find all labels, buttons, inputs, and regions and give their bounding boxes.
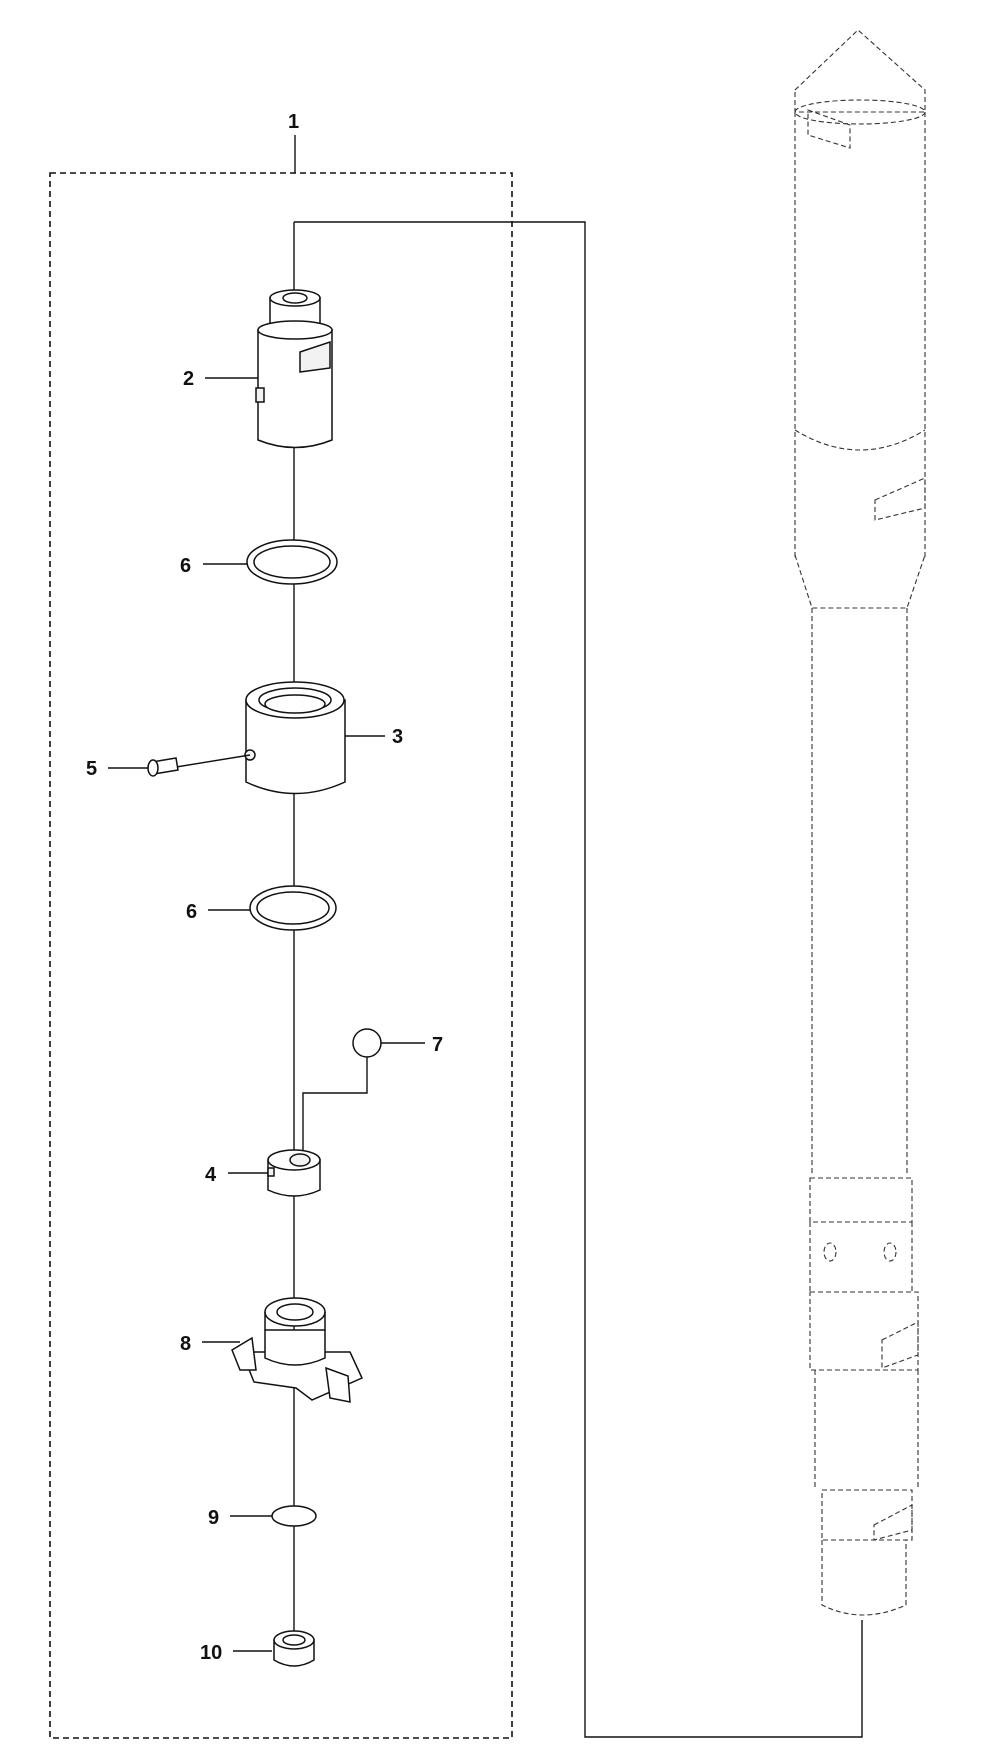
callout-6-upper: 6 <box>180 555 191 577</box>
callout-5: 5 <box>86 758 97 780</box>
part-9-disc[interactable] <box>271 1505 317 1527</box>
callout-9: 9 <box>208 1507 219 1529</box>
part-5-screw[interactable] <box>147 754 251 777</box>
part-8-wing-nut[interactable] <box>231 1297 364 1403</box>
callout-10: 10 <box>200 1642 222 1664</box>
callout-8: 8 <box>180 1333 191 1355</box>
connector-line <box>294 221 863 1738</box>
callout-2: 2 <box>183 368 194 390</box>
callout-7: 7 <box>432 1034 443 1056</box>
assembled-tool-outline <box>794 29 926 1616</box>
assembly-group-box <box>49 172 513 1739</box>
part-7-ball[interactable] <box>352 1028 382 1058</box>
part-2-adapter[interactable] <box>255 289 333 449</box>
part-4-valve-body[interactable] <box>267 1149 321 1197</box>
callout-6-lower: 6 <box>186 901 197 923</box>
callout-1: 1 <box>288 111 299 133</box>
part-3-sleeve[interactable] <box>244 681 346 795</box>
part-10-bushing[interactable] <box>273 1630 315 1667</box>
callout-4: 4 <box>205 1164 217 1186</box>
callout-3: 3 <box>392 726 403 748</box>
